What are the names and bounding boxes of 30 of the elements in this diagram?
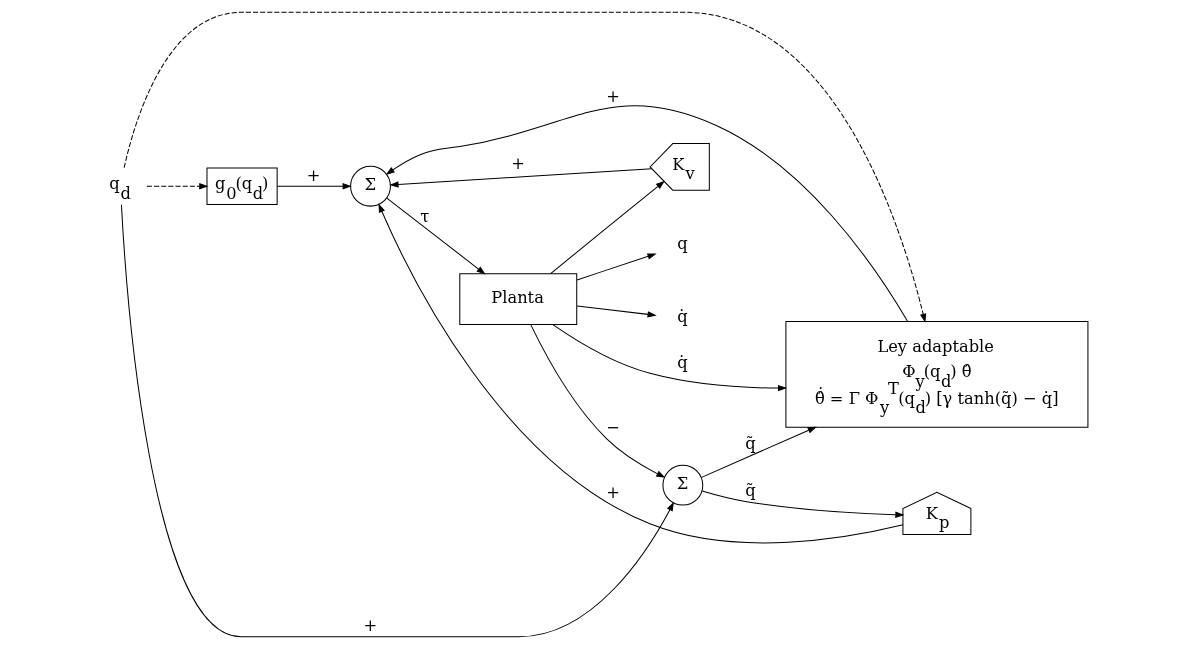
edge-label: + (306, 165, 321, 185)
arrow (552, 324, 788, 392)
edge-label: q̃ (745, 434, 756, 454)
arrow (576, 253, 657, 281)
arrow (530, 324, 666, 478)
arrow (385, 105, 909, 322)
arrow (123, 11, 927, 323)
edge-label: + (606, 86, 620, 106)
arrow (146, 183, 209, 190)
arrow (120, 204, 674, 638)
edge-label: τ (420, 206, 430, 226)
node-box: Planta (459, 273, 578, 325)
node-circle: Σ (350, 165, 391, 207)
arrow (576, 305, 657, 318)
edge-label: + (363, 616, 378, 636)
edge-label: q̃ (745, 481, 756, 501)
edge-label: + (511, 153, 525, 173)
node-text: q (677, 234, 688, 254)
edge-label: q̇ (677, 353, 688, 373)
arrow (701, 490, 905, 519)
arrow (389, 168, 653, 188)
arrow (701, 426, 817, 478)
node-text: q̇ (677, 307, 688, 327)
arrow (378, 203, 904, 544)
edge-label: − (606, 418, 620, 438)
arrow (276, 183, 352, 190)
arrow (550, 180, 665, 275)
arrow (386, 197, 486, 275)
node-circle: Σ (662, 464, 704, 506)
edge-label: + (606, 483, 620, 503)
